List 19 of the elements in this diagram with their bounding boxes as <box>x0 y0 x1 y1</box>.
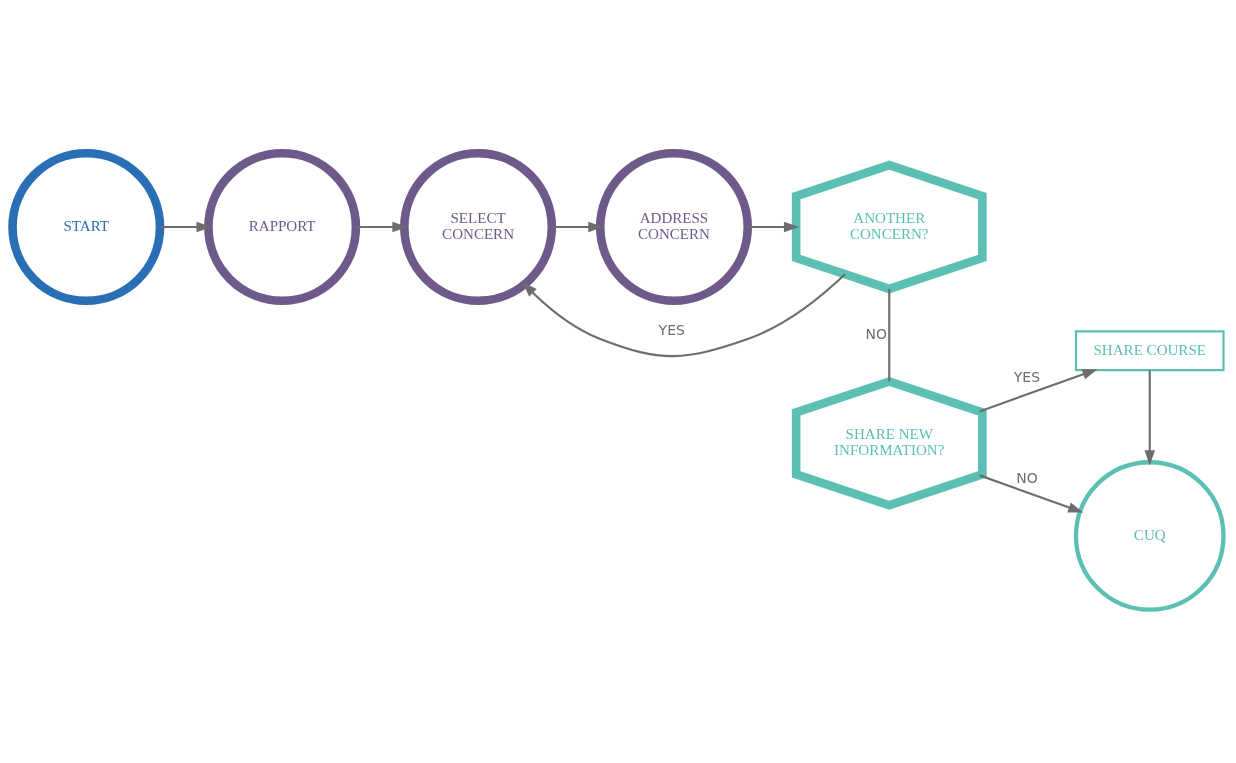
arrow <box>1144 370 1155 466</box>
edge-label: NO <box>865 325 887 342</box>
arrow <box>979 474 1084 513</box>
connector <box>888 289 891 382</box>
node-circle: START <box>8 149 165 306</box>
node-circle: RAPPORT <box>204 149 361 306</box>
node-box: SHARE COURSE <box>1074 330 1225 372</box>
arrow <box>551 221 604 233</box>
node-circle: ADDRESS CONCERN <box>595 149 752 306</box>
arrow <box>355 221 408 233</box>
node-circle: CUQ <box>1073 460 1226 612</box>
arrow <box>979 369 1098 413</box>
edge-label: YES <box>1013 369 1041 386</box>
arrow <box>160 221 212 233</box>
arrow <box>522 273 846 358</box>
edge-label: YES <box>658 322 685 339</box>
arrow <box>747 221 800 233</box>
node-circle: SELECT CONCERN <box>400 149 557 306</box>
edge-label: NO <box>1016 469 1038 486</box>
